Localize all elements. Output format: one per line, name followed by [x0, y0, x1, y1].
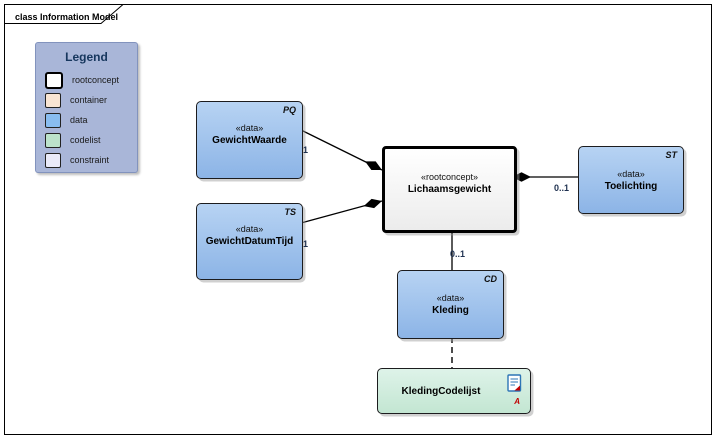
class-box-gewichtdatumtijd[interactable]: TS «data» GewichtDatumTijd — [196, 203, 303, 280]
type-abbr-ts: TS — [284, 207, 296, 217]
stereotype-label: «data» — [436, 293, 465, 303]
legend-item-data: data — [36, 110, 137, 130]
class-name: Toelichting — [604, 180, 658, 192]
class-box-toelichting[interactable]: ST «data» Toelichting — [578, 146, 684, 214]
legend-swatch-container — [45, 92, 61, 108]
class-name: GewichtWaarde — [212, 134, 287, 146]
document-icon — [507, 374, 522, 398]
legend-label-codelist: codelist — [70, 135, 101, 145]
multiplicity-kleding: 0..1 — [450, 249, 466, 259]
stereotype-label: «data» — [617, 168, 645, 179]
legend-swatch-data — [45, 112, 61, 128]
legend-swatch-rootconcept — [45, 71, 63, 89]
legend-label-data: data — [70, 115, 88, 125]
legend-swatch-constraint — [45, 152, 61, 168]
legend-swatch-codelist — [45, 132, 61, 148]
legend-item-constraint: constraint — [36, 150, 137, 170]
frame-label: class Information Model — [15, 12, 119, 22]
legend-title: Legend — [65, 50, 108, 64]
class-box-lichaamsgewicht[interactable]: «rootconcept» Lichaamsgewicht — [382, 146, 517, 233]
class-name: Lichaamsgewicht — [407, 184, 492, 195]
class-box-kledingcodelijst[interactable]: KledingCodelijst A — [377, 368, 531, 414]
multiplicity-gewichtdatumtijd: 1 — [303, 239, 309, 249]
class-box-kleding[interactable]: CD «data» Kleding — [397, 270, 504, 339]
multiplicity-gewichtwaarde: 1 — [303, 145, 309, 155]
legend-label-rootconcept: rootconcept — [72, 75, 120, 85]
stereotype-label: «data» — [235, 122, 264, 133]
class-name: Kleding — [432, 305, 469, 316]
stereotype-label: «data» — [235, 224, 264, 234]
multiplicity-toelichting: 0..1 — [554, 183, 570, 193]
legend-item-rootconcept: rootconcept — [36, 70, 137, 90]
stereotype-label: «rootconcept» — [420, 172, 479, 182]
type-abbr-pq: PQ — [282, 105, 296, 115]
type-abbr-cd: CD — [484, 274, 497, 284]
frame-tab-shape — [4, 4, 125, 24]
class-name: KledingCodelijst — [401, 385, 481, 397]
frame-tab: class Information Model — [4, 4, 128, 25]
legend-label-constraint: constraint — [70, 155, 110, 165]
legend-item-container: container — [36, 90, 137, 110]
legend-panel: Legend rootconcept container data codeli… — [35, 42, 138, 173]
class-name: GewichtDatumTijd — [205, 236, 294, 247]
class-box-gewichtwaarde[interactable]: PQ «data» GewichtWaarde — [196, 101, 303, 179]
legend-item-codelist: codelist — [36, 130, 137, 150]
abstract-marker: A — [514, 397, 520, 406]
legend-rows: rootconcept container data codelist cons… — [36, 70, 137, 170]
type-abbr-st: ST — [665, 150, 677, 160]
legend-label-container: container — [70, 95, 108, 105]
